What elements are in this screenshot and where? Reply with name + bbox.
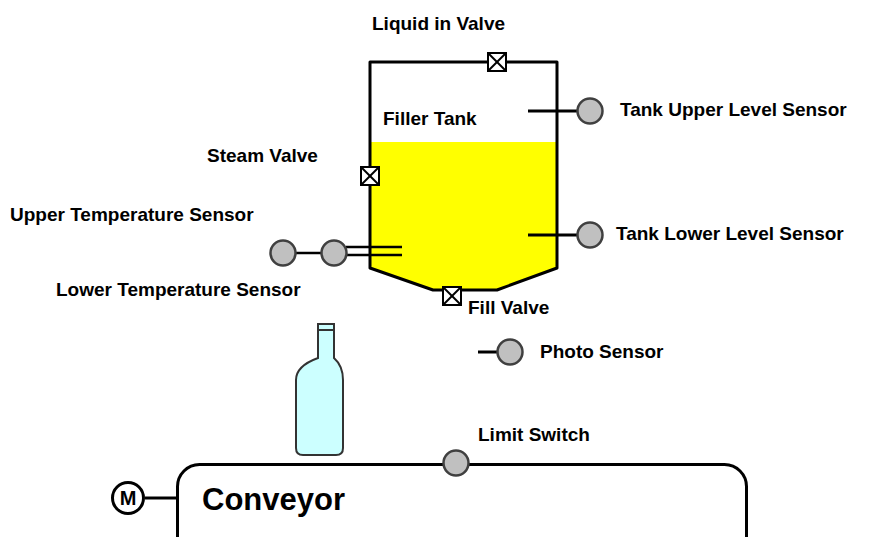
part-label: Lower Temperature Sensor [56,279,301,301]
filler-tank-outline [355,50,570,300]
conveyor-outline-rect [178,465,747,537]
part-label: Upper Temperature Sensor [10,204,254,226]
tank-wall [370,62,557,290]
tank-liquid [370,142,557,290]
filler-tank: Filler Tank [355,50,570,300]
tank-space [370,62,557,290]
part-label: Liquid in Valve [372,13,505,35]
bottle-cap-line [318,329,334,331]
photo-sensor-symbol [478,340,523,365]
motor-symbol: M [111,481,145,515]
part-label: Fill Valve [468,297,549,319]
node-text: Filler Tank [383,108,477,130]
motor-shaft-line [145,497,176,500]
node-text: Conveyor [202,482,345,518]
bottle [296,324,343,455]
part-label: Limit Switch [478,424,590,446]
part-label: Photo Sensor [540,341,664,363]
part-label: Tank Upper Level Sensor [620,99,847,121]
part-label: Tank Lower Level Sensor [616,223,844,245]
node-text: M [111,481,145,515]
part-label: Steam Valve [207,145,318,167]
conveyor-belt: Conveyor [176,463,748,537]
